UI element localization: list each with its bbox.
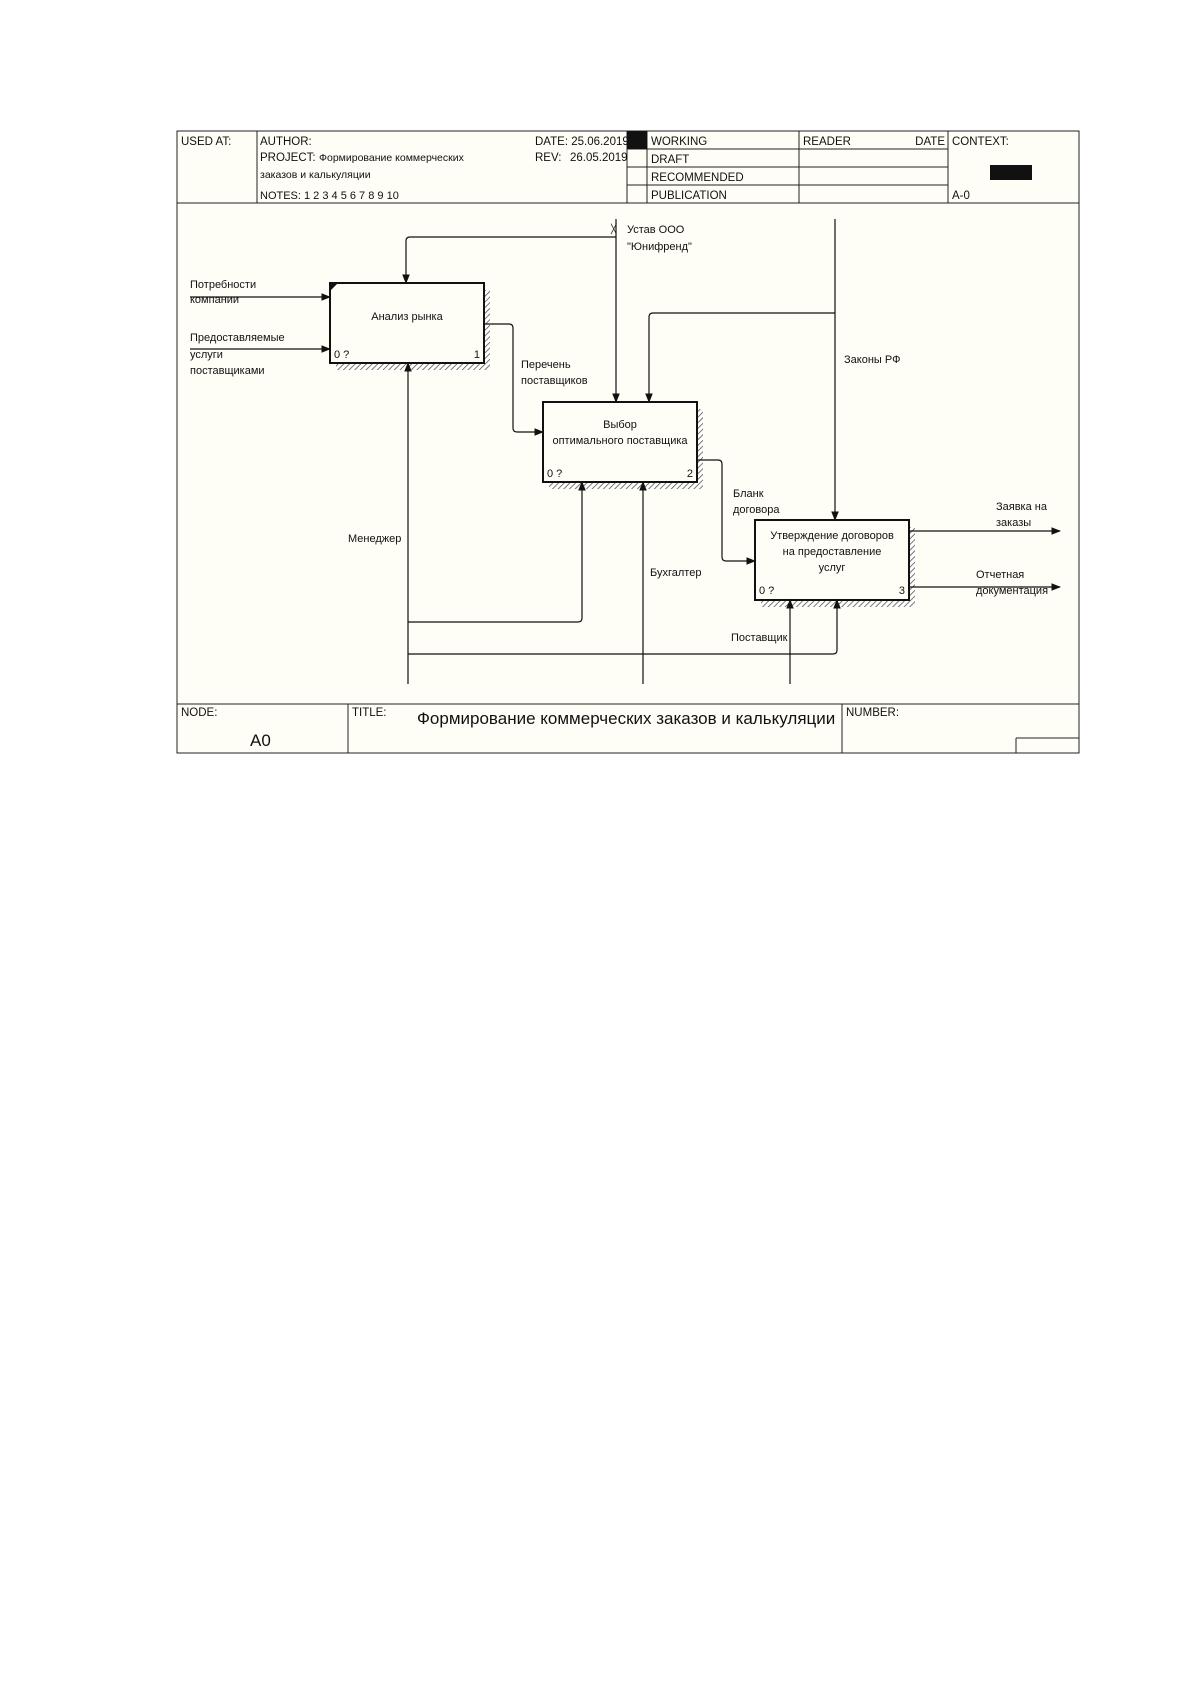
label-manager: Менеджер: [348, 533, 401, 545]
status-working: WORKING: [651, 136, 707, 148]
label-reports-line1: Отчетная: [976, 569, 1024, 581]
reader-date-label: DATE: [915, 136, 945, 148]
activity-box-2-cost: 0 ?: [547, 468, 562, 480]
arrow-mech-manager-box2: [408, 481, 586, 623]
diagram-title: Формирование коммерческих заказов и каль…: [417, 709, 835, 728]
status-draft: DRAFT: [651, 154, 689, 166]
activity-box-1-number: 1: [474, 349, 480, 361]
context-label: CONTEXT:: [952, 136, 1009, 148]
label-laws: Законы РФ: [844, 354, 900, 366]
box-1-corner-marker: [330, 283, 338, 291]
activity-box-1-label: Анализ рынка: [371, 311, 443, 323]
number-label: NUMBER:: [846, 707, 899, 719]
label-orders-line1: Заявка на: [996, 501, 1048, 513]
activity-box-3-label-line1: Утверждение договоров: [770, 530, 894, 542]
label-charter-line2: "Юнифренд": [627, 241, 692, 253]
footer-block: [177, 703, 1079, 753]
label-needs-line1: Потребности: [190, 279, 256, 291]
status-publication: PUBLICATION: [651, 190, 727, 202]
used-at-label: USED AT:: [181, 136, 231, 148]
notes-label: NOTES: 1 2 3 4 5 6 7 8 9 10: [260, 190, 399, 202]
date-value: DATE: 25.06.2019: [535, 136, 629, 148]
header-block: [177, 131, 1079, 204]
activity-box-1[interactable]: [329, 282, 485, 364]
working-status-marker: [627, 131, 647, 149]
arrow-control-laws-box2: [645, 312, 835, 403]
label-contract-line2: договора: [733, 504, 780, 516]
activity-box-2-label-line1: Выбор: [603, 419, 637, 431]
arrow-link-suppliers: [484, 323, 544, 436]
arrow-control-charter-box1: [402, 236, 616, 284]
label-contract-line1: Бланк: [733, 488, 764, 500]
label-services-line2: услуги: [190, 349, 223, 361]
label-services-line3: поставщиками: [190, 365, 265, 377]
activity-box-3[interactable]: [754, 519, 910, 601]
activity-box-3-label-line3: услуг: [819, 562, 846, 574]
activity-box-1-cost: 0 ?: [334, 349, 349, 361]
arrow-mech-manager-box3: [408, 599, 841, 655]
label-reports-line2: документация: [976, 585, 1048, 597]
reader-label: READER: [803, 136, 851, 148]
activity-box-3-label-line2: на предоставление: [783, 546, 882, 558]
title-label: TITLE:: [352, 707, 387, 719]
context-node: A-0: [952, 190, 970, 202]
context-marker: [990, 165, 1032, 180]
project-name-line2: заказов и калькуляции: [260, 169, 371, 181]
rev-label: REV:: [535, 152, 561, 164]
label-suppliers-line2: поставщиков: [521, 375, 588, 387]
label-accountant: Бухгалтер: [650, 567, 701, 579]
rev-value: 26.05.2019: [570, 152, 628, 164]
tunnel-mark: ╳: [610, 223, 617, 235]
label-suppliers-line1: Перечень: [521, 359, 571, 371]
label-needs-line2: компании: [190, 294, 239, 306]
label-supplier: Поставщик: [731, 632, 788, 644]
project-label: PROJECT:: [260, 152, 316, 164]
activity-box-2[interactable]: [542, 401, 698, 483]
label-orders-line2: заказы: [996, 517, 1031, 529]
activity-box-2-number: 2: [687, 468, 693, 480]
label-services-line1: Предоставляемые: [190, 332, 285, 344]
label-charter-line1: Устав ООО: [627, 224, 685, 236]
activity-box-2-label-line2: оптимального поставщика: [552, 435, 688, 447]
project-name-line1: Формирование коммерческих: [319, 152, 465, 164]
author-label: AUTHOR:: [260, 136, 312, 148]
arrow-link-contract: [697, 459, 756, 565]
node-label: NODE:: [181, 707, 217, 719]
node-value: A0: [250, 731, 271, 750]
status-recommended: RECOMMENDED: [651, 172, 744, 184]
activity-box-3-number: 3: [899, 585, 905, 597]
activity-box-3-cost: 0 ?: [759, 585, 774, 597]
